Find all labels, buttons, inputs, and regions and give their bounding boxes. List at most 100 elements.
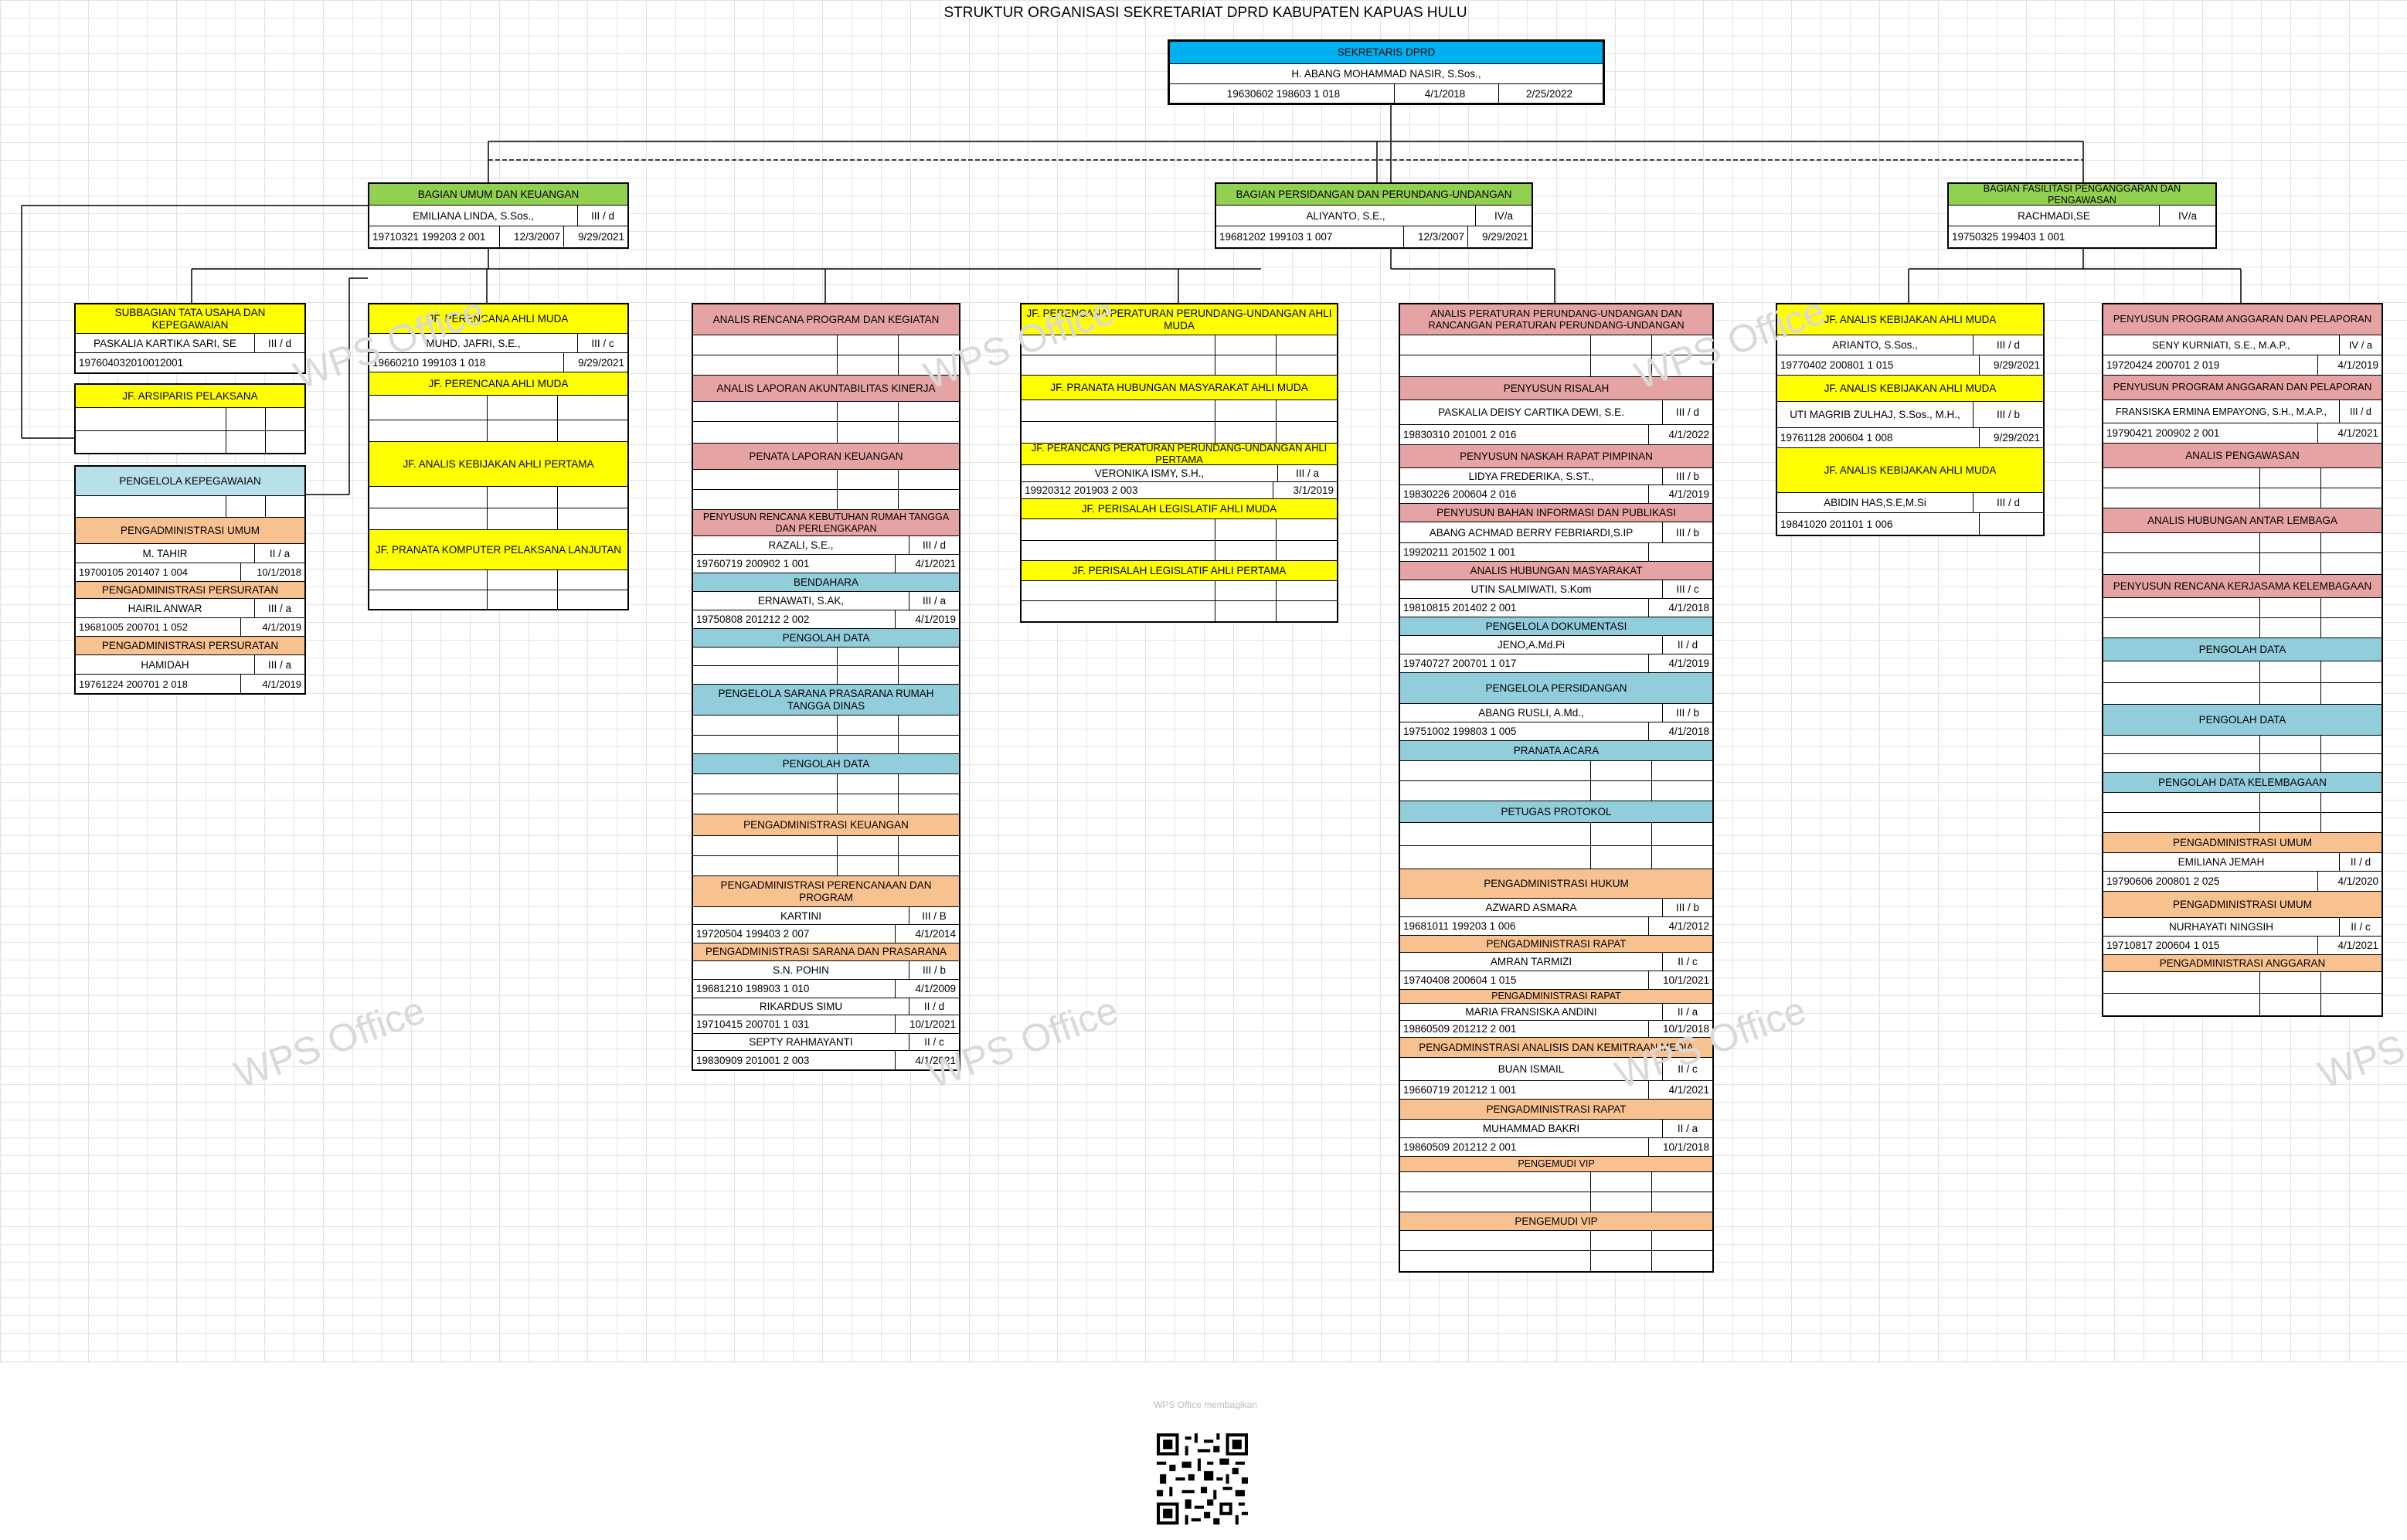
person-grade: II / d: [2339, 853, 2382, 871]
pengadministrasi-umum-header: PENGADMINISTRASI UMUM: [2103, 892, 2382, 918]
person-date: 4/1/2021: [2317, 937, 2382, 954]
person-date: 4/1/2020: [2317, 872, 2382, 891]
bagian-persidangan-grade: IV/a: [1475, 206, 1532, 226]
bagian-umum-date1: 12/3/2007: [499, 226, 563, 247]
blank-row: [693, 666, 959, 685]
person-grade: III / a: [909, 592, 959, 610]
subbag-tu-nip-row: 197604032010012001: [76, 353, 304, 372]
person-date: 4/1/2014: [895, 925, 959, 943]
person-name: UTI MAGRIB ZULHAJ, S.Sos., M.H.,: [1790, 409, 1960, 420]
pengelola-sarpras-header: PENGELOLA SARANA PRASARANA RUMAH TANGGA …: [693, 685, 959, 716]
blank-row: [693, 648, 959, 666]
pengolah-data-header: PENGOLAH DATA: [2103, 638, 2382, 661]
person-grade: III / d: [2339, 400, 2382, 423]
sekretaris-name: H. ABANG MOHAMMAD NASIR, S.Sos.,: [1291, 68, 1481, 80]
jf-analis-kebijakan-header: JF. ANALIS KEBIJAKAN AHLI MUDA: [1777, 304, 2043, 335]
blank-row: [2103, 683, 2382, 705]
nip-row: 19841020 201101 1 006: [1777, 513, 2043, 535]
person-row: UTI MAGRIB ZULHAJ, S.Sos., M.H.,III / b: [1777, 402, 2043, 428]
person-row: ARIANTO, S.Sos.,III / d: [1777, 335, 2043, 355]
jf-analis-kebijakan-header: JF. ANALIS KEBIJAKAN AHLI MUDA: [1777, 448, 2043, 493]
analis-pengawasan-header: ANALIS PENGAWASAN: [2103, 444, 2382, 468]
bagian-fasilitasi-nip: 19750325 199403 1 001: [1952, 231, 2065, 243]
person-nip: 19751002 199803 1 005: [1403, 726, 1517, 737]
person-grade: II / d: [909, 998, 959, 1015]
person-name: M. TAHIR: [142, 547, 188, 559]
nip-row: 19920211 201502 1 001: [1400, 543, 1712, 562]
person-name: PASKALIA DEISY CARTIKA DEWI, S.E.: [1438, 406, 1624, 418]
bagian-persidangan-name: ALIYANTO, S.E.,: [1306, 209, 1385, 222]
penata-laporan-header: PENATA LAPORAN KEUANGAN: [693, 444, 959, 470]
bagian-persidangan-date1: 12/3/2007: [1403, 226, 1467, 247]
blank-row: [2103, 488, 2382, 508]
blank-row: [1022, 519, 1337, 541]
pranata-acara-header: PRANATA ACARA: [1400, 741, 1712, 761]
person-name: RIKARDUS SIMU: [759, 1001, 843, 1012]
person-nip: 19700105 201407 1 004: [79, 566, 188, 578]
blank-row: [76, 408, 304, 431]
person-date: 4/1/2019: [895, 610, 959, 628]
blank-row: [2103, 618, 2382, 638]
blank-row: [2103, 468, 2382, 488]
jf-pranata-humas-header: JF. PRANATA HUBUNGAN MASYARAKAT AHLI MUD…: [1022, 376, 1337, 400]
person-nip: 19720504 199403 2 007: [696, 928, 810, 940]
blank-row: [693, 335, 959, 355]
blank-row: [1400, 1172, 1712, 1192]
blank-row: [1022, 335, 1337, 355]
person-grade: III / b: [1662, 468, 1712, 484]
analis-peraturan-header: ANALIS PERATURAN PERUNDANG-UNDANGAN DAN …: [1400, 304, 1712, 335]
person-date: 4/1/2018: [1648, 722, 1712, 740]
person-name: UTIN SALMIWATI, S.Kom: [1470, 583, 1592, 595]
bagian-umum-name: EMILIANA LINDA, S.Sos.,: [413, 209, 534, 222]
person-name: BUAN ISMAIL: [1498, 1063, 1565, 1075]
person-row: RIKARDUS SIMU II / d: [693, 998, 959, 1015]
jf-perencana-2-header: JF. PERENCANA AHLI MUDA: [369, 372, 627, 396]
blank-row: [2103, 813, 2382, 833]
pengadministrasi-rapat-header: PENGADMINISTRASI RAPAT: [1400, 990, 1712, 1004]
pengadministrasi-hukum-header: PENGADMINISTRASI HUKUM: [1400, 869, 1712, 899]
person-row: ERNAWATI, S.AK,III / a: [693, 592, 959, 610]
person-nip: 19720424 200701 2 019: [2106, 359, 2220, 371]
person-row: ABANG RUSLI, A.Md.,III / b: [1400, 704, 1712, 722]
person-name: NURHAYATI NINGSIH: [2168, 921, 2273, 933]
person-row: LIDYA FREDERIKA, S.ST.,III / b: [1400, 468, 1712, 485]
bagian-persidangan-box: BAGIAN PERSIDANGAN DAN PERUNDANG-UNDANGA…: [1215, 182, 1533, 249]
person-nip: 19681210 198903 1 010: [696, 983, 810, 994]
person-name: HAIRIL ANWAR: [127, 602, 202, 614]
person-nip: 19920211 201502 1 001: [1403, 546, 1516, 558]
pengolah-data-kelembagaan-header: PENGOLAH DATA KELEMBAGAAN: [2103, 773, 2382, 793]
person-name: ABIDIN HAS,S.E,M.Si: [1824, 497, 1926, 508]
jf-analis-kebijakan-header: JF. ANALIS KEBIJAKAN AHLI PERTAMA: [369, 442, 627, 487]
pengelola-kepegawaian-header: PENGELOLA KEPEGAWAIAN: [76, 467, 304, 496]
blank-row: [2103, 754, 2382, 773]
blank-row: [2103, 553, 2382, 575]
person-name: MARIA FRANSISKA ANDINI: [1465, 1006, 1597, 1018]
blank-row: [2103, 793, 2382, 813]
col-persidangan-staf: ANALIS PERATURAN PERUNDANG-UNDANGAN DAN …: [1399, 303, 1714, 1273]
person-date: 4/1/2022: [1648, 425, 1712, 444]
person-date: 4/1/2021: [2317, 423, 2382, 443]
bagian-umum-nip: 19710321 199203 2 001: [372, 231, 486, 243]
person-grade: II / a: [1662, 1120, 1712, 1137]
bagian-persidangan-nip: 19681202 199103 1 007: [1219, 231, 1333, 243]
jf-perancang-header: JF. PERANCANG PERATURAN PERUNDANG-UNDANG…: [1022, 444, 1337, 465]
person-grade: III / a: [1277, 465, 1337, 481]
person-nip: 19710415 200701 1 031: [696, 1018, 810, 1030]
pengadministrasi-persuratan-header: PENGADMINISTRASI PERSURATAN: [76, 582, 304, 599]
person-date: 4/1/2021: [895, 1051, 959, 1069]
person-grade: II / c: [909, 1034, 959, 1050]
blank-row: [2103, 736, 2382, 754]
